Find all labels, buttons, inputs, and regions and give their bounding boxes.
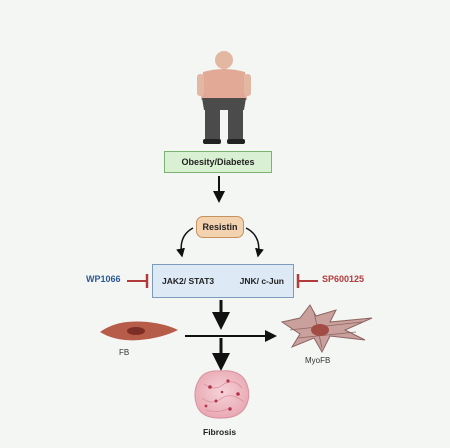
cell-right-label: MyoFB — [305, 356, 331, 365]
condition-label: Obesity/Diabetes — [181, 157, 255, 167]
inhibit-bar-left — [127, 274, 149, 288]
fibroblast-icon — [100, 321, 178, 341]
fibrotic-tissue-icon — [194, 370, 250, 419]
inhibitor-right-label: SP600125 — [322, 274, 365, 284]
inhibitor-left-label: WP1066 — [86, 274, 121, 284]
myofibroblast-icon — [280, 304, 373, 354]
pathway-left-label: JAK2/ STAT3 — [162, 276, 215, 286]
pathway-right-label: JNK/ c-Jun — [239, 276, 284, 286]
mediator-label: Resistin — [202, 222, 238, 232]
curved-arrow-left — [176, 227, 194, 258]
condition-box: Obesity/Diabetes — [164, 151, 272, 173]
person-icon — [197, 51, 251, 144]
inhibit-bar-right — [296, 274, 318, 288]
pathway-box: JAK2/ STAT3 JNK/ c-Jun — [152, 264, 294, 298]
curved-arrow-right — [245, 227, 264, 258]
mediator-box: Resistin — [196, 216, 244, 238]
outcome-label: Fibrosis — [203, 427, 237, 437]
cell-left-label: FB — [119, 348, 130, 357]
